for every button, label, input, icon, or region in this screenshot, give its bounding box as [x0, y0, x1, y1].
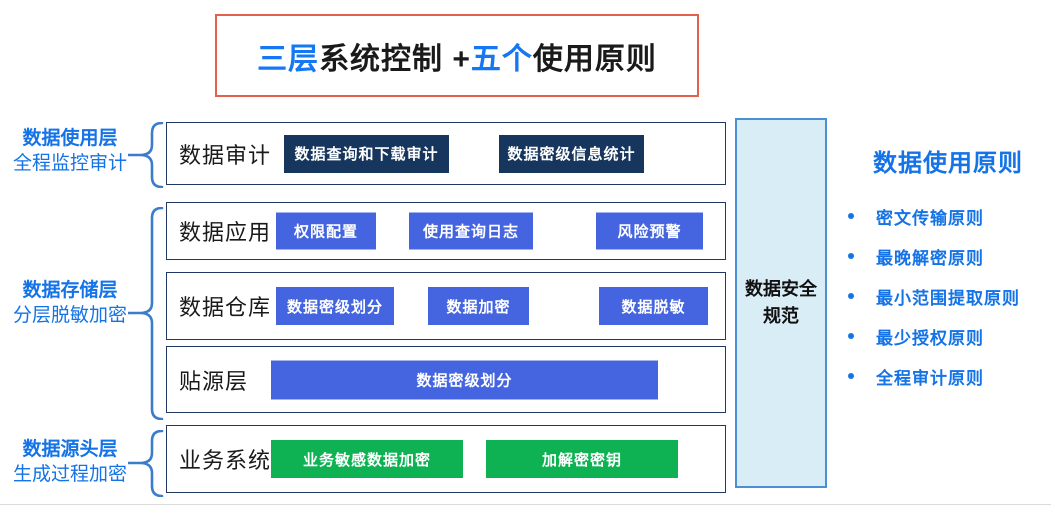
row-label: 数据应用: [179, 220, 272, 245]
layer-row-data-warehouse: 数据仓库 数据密级划分 数据加密 数据脱敏: [166, 272, 726, 340]
principles-list: 密文传输原则 最晚解密原则 最小范围提取原则 最少授权原则 全程审计原则: [848, 196, 1020, 396]
capability-block: 风险预警: [596, 212, 703, 250]
bullet-dot-icon: [848, 293, 854, 299]
diagram-title-box: 三层系统控制 + 五个使用原则: [215, 14, 699, 97]
group-label-data-storage-layer: 数据存储层 分层脱敏加密: [0, 278, 140, 328]
bullet-dot-icon: [848, 373, 854, 379]
bullet-dot-icon: [848, 333, 854, 339]
group-label-data-source-layer: 数据源头层 生成过程加密: [0, 437, 140, 487]
curly-brace-icon: [128, 122, 164, 188]
capability-block: 数据密级划分: [276, 287, 394, 325]
principle-item: 最小范围提取原则: [848, 276, 1020, 316]
row-label: 业务系统: [179, 448, 272, 473]
row-label: 数据仓库: [179, 295, 272, 320]
group-label-data-usage-layer: 数据使用层 全程监控审计: [0, 126, 140, 176]
capability-block: 数据脱敏: [599, 287, 708, 325]
principle-label: 全程审计原则: [876, 368, 984, 388]
group-label-line2: 生成过程加密: [12, 464, 127, 485]
principles-title: 数据使用原则: [873, 150, 1023, 177]
group-label-line2: 全程监控审计: [12, 153, 127, 174]
capability-block: 数据密级信息统计: [499, 134, 644, 173]
principle-label: 密文传输原则: [876, 208, 984, 228]
title-part-dark-2: 使用原则: [532, 42, 657, 76]
bottom-divider: [0, 504, 1051, 505]
capability-block: 使用查询日志: [409, 212, 533, 250]
capability-block: 数据密级划分: [271, 360, 658, 399]
principle-label: 最小范围提取原则: [876, 288, 1020, 308]
row-label: 贴源层: [179, 368, 249, 394]
title-part-dark-1: 系统控制 +: [319, 42, 471, 76]
capability-block: 业务敏感数据加密: [271, 440, 463, 478]
layer-row-data-application: 数据应用 权限配置 使用查询日志 风险预警: [166, 202, 726, 260]
principle-item: 最少授权原则: [848, 316, 1020, 356]
group-label-line1: 数据存储层: [22, 280, 118, 301]
principle-item: 全程审计原则: [848, 356, 1020, 396]
principle-label: 最晚解密原则: [876, 248, 984, 268]
principle-item: 最晚解密原则: [848, 236, 1020, 276]
capability-block: 数据加密: [428, 287, 529, 325]
capability-block: 数据查询和下载审计: [284, 134, 449, 173]
row-label: 数据审计: [179, 142, 272, 168]
title-part-blue-1: 三层: [257, 42, 320, 76]
group-label-line1: 数据使用层: [22, 128, 118, 149]
bullet-dot-icon: [848, 213, 854, 219]
layer-row-business-system: 业务系统 业务敏感数据加密 加解密密钥: [166, 425, 726, 493]
data-security-spec-bar: 数据安全规范: [735, 118, 827, 488]
layer-row-source-layer: 贴源层 数据密级划分: [166, 346, 726, 413]
bullet-dot-icon: [848, 253, 854, 259]
curly-brace-icon: [128, 207, 164, 420]
layer-row-data-audit: 数据审计 数据查询和下载审计 数据密级信息统计: [166, 122, 726, 185]
curly-brace-icon: [128, 430, 164, 497]
principle-label: 最少授权原则: [876, 328, 984, 348]
group-label-line2: 分层脱敏加密: [12, 305, 127, 326]
principle-item: 密文传输原则: [848, 196, 1020, 236]
capability-block: 权限配置: [276, 212, 376, 250]
group-label-line1: 数据源头层: [22, 439, 118, 460]
title-part-blue-2: 五个: [470, 42, 533, 76]
capability-block: 加解密密钥: [486, 440, 678, 478]
